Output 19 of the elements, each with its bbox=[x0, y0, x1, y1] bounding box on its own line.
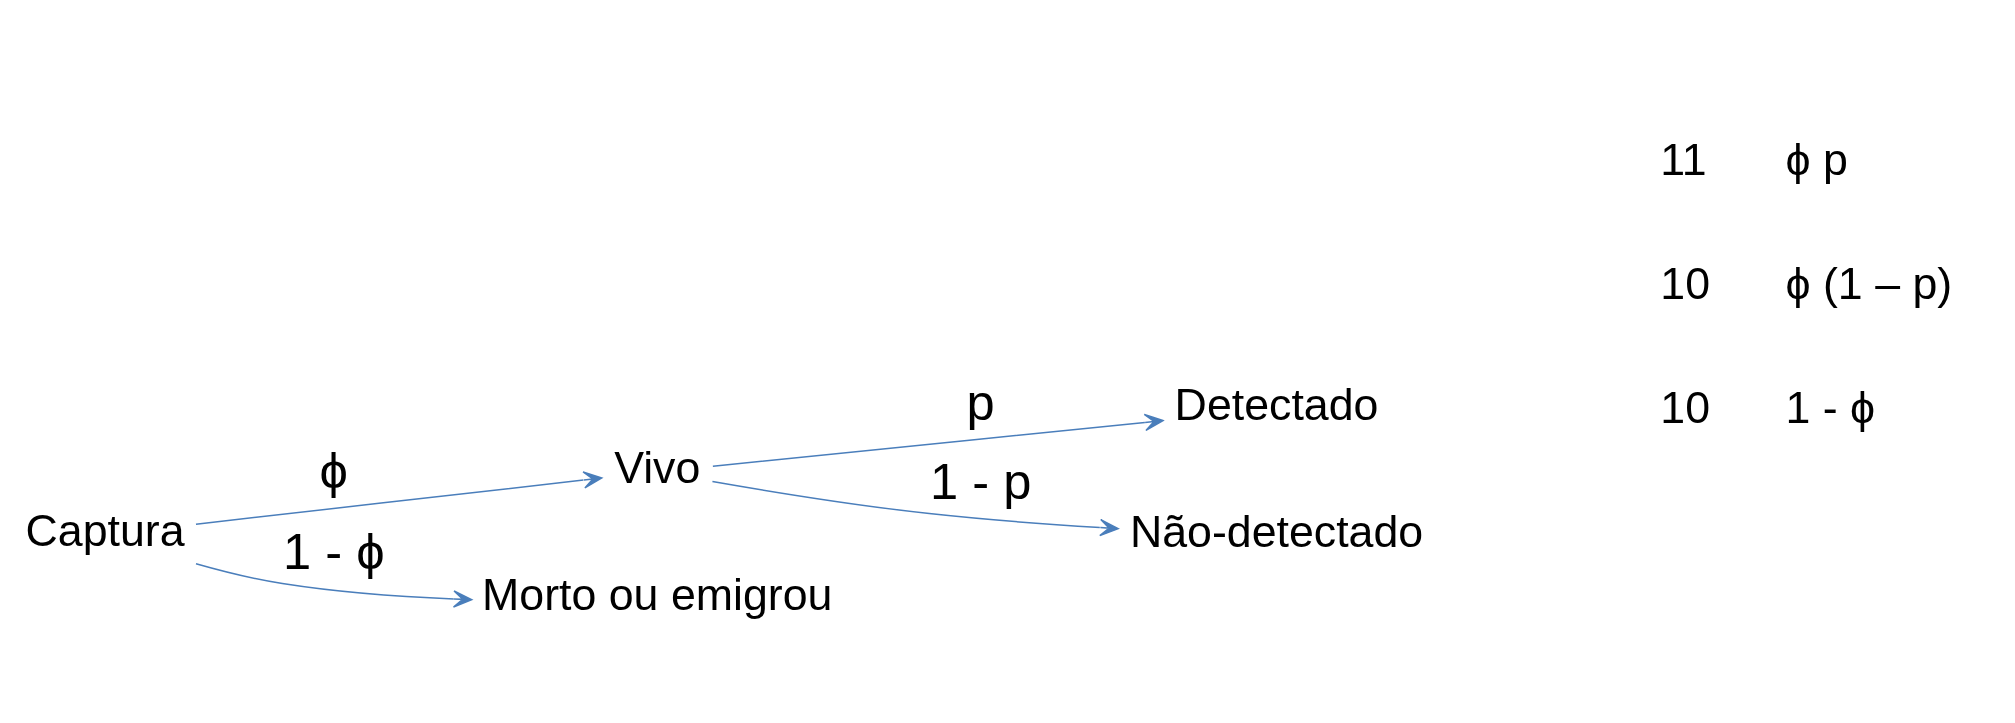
node-text: Captura bbox=[25, 505, 185, 555]
label: 10 bbox=[1660, 382, 1711, 432]
edge-label: 1 - ϕ bbox=[283, 522, 385, 580]
node-text: Não-detectado bbox=[1129, 507, 1424, 557]
label: 11 bbox=[1660, 135, 1707, 185]
edge-label: ϕ bbox=[319, 442, 348, 500]
node-text: Detectado bbox=[1174, 380, 1379, 430]
arrow bbox=[195, 471, 603, 525]
label: 10 bbox=[1660, 258, 1711, 308]
edge-label: 1 - p bbox=[929, 452, 1032, 510]
node-text: Morto ou emigrou bbox=[482, 569, 833, 619]
label: ϕ p bbox=[1785, 135, 1848, 185]
label: ϕ (1 – p) bbox=[1785, 258, 1953, 308]
label: 1 - ϕ bbox=[1785, 382, 1876, 432]
arrow bbox=[195, 563, 473, 608]
arrow bbox=[711, 480, 1119, 537]
edge-label: p bbox=[966, 373, 995, 431]
node-text: Vivo bbox=[614, 442, 701, 492]
arrow bbox=[712, 413, 1164, 468]
